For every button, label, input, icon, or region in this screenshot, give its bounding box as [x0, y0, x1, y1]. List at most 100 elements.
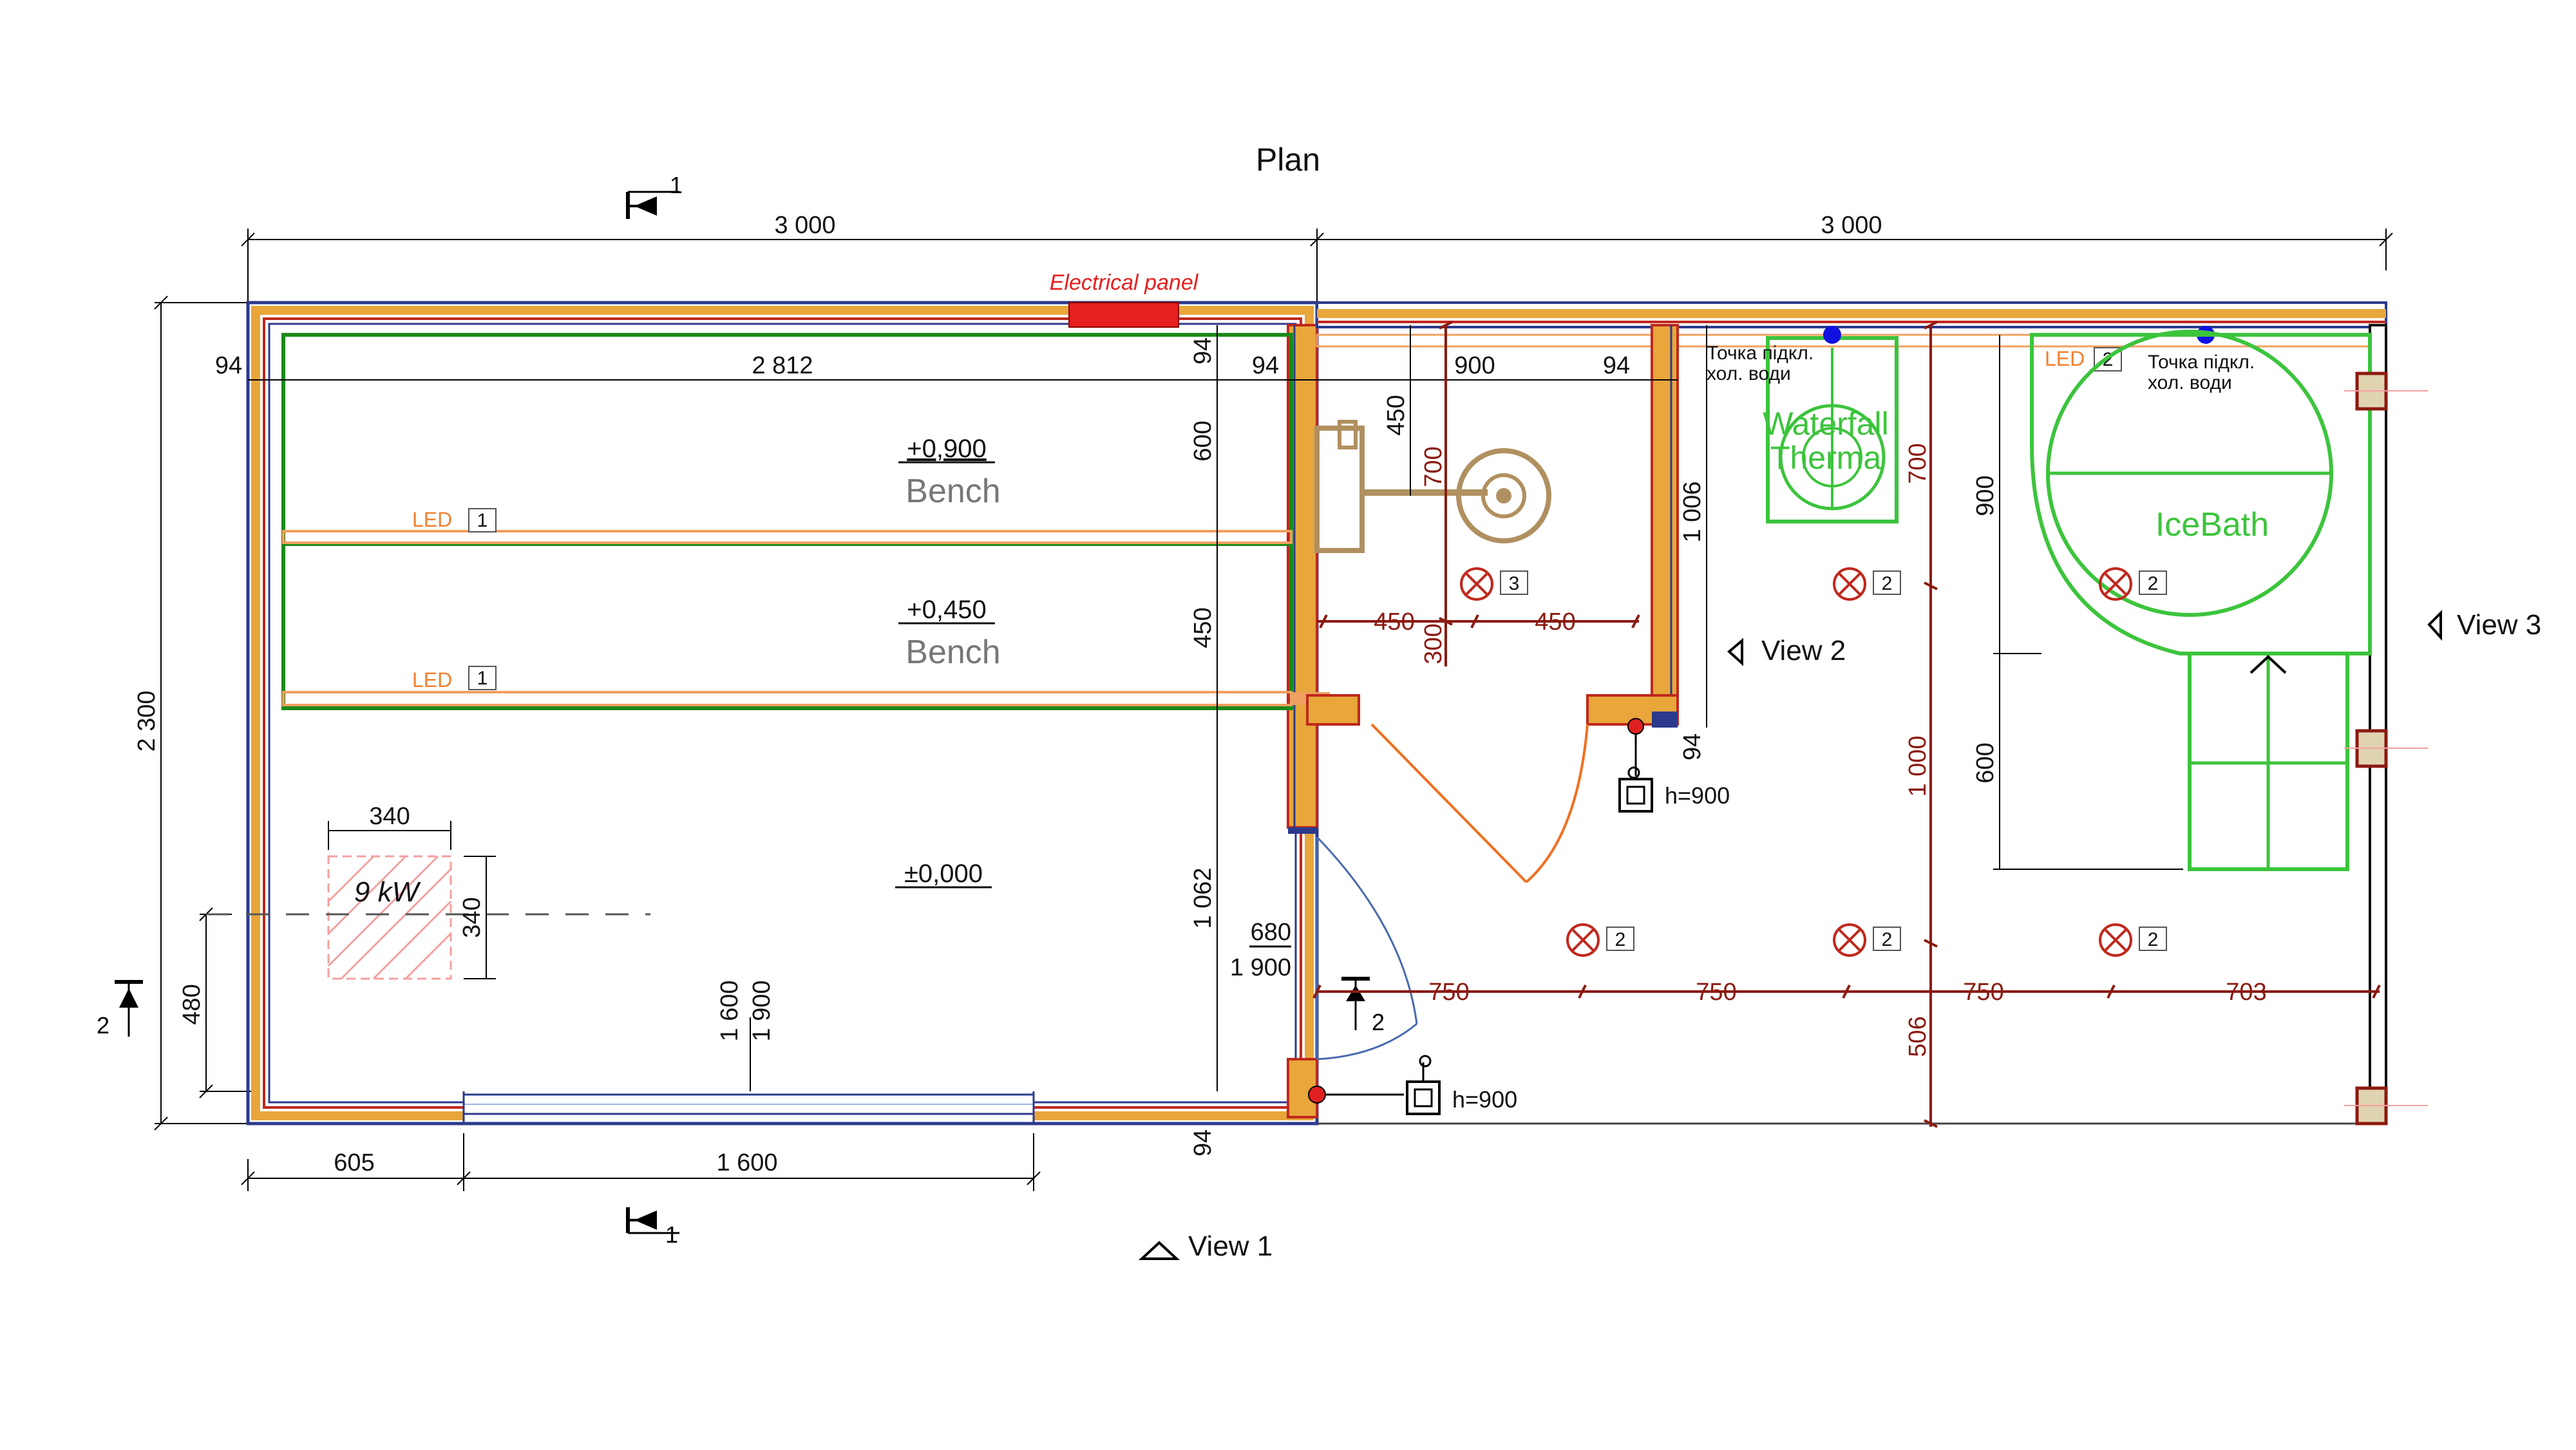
shower-walls — [1306, 324, 1679, 728]
dim-overall-height: 2 300 — [133, 690, 160, 751]
electrical-panel — [1068, 302, 1179, 328]
dim-600: 600 — [1189, 420, 1217, 461]
icebath-dim-600: 600 — [1972, 742, 1999, 783]
section-marker-inner: 2 — [1341, 977, 1385, 1035]
section-marker-left: 2 — [97, 980, 143, 1039]
led-label-right: LED — [2045, 347, 2085, 370]
ceiling-light: 2 — [2099, 923, 2167, 957]
dim-94-bottom: 94 — [1189, 1129, 1217, 1156]
light-number: 2 — [2148, 929, 2159, 950]
section-label: 2 — [1372, 1009, 1385, 1035]
shower-dim-94-small: 94 — [1679, 733, 1706, 760]
dim-750-b: 750 — [1696, 979, 1736, 1006]
shower-dim-450-left: 450 — [1374, 608, 1414, 636]
section-marker-bottom: 1 — [626, 1207, 679, 1248]
shower-dim-94-left: 94 — [1252, 352, 1279, 379]
left-dimension-line — [154, 296, 258, 1131]
led-label-upper: LED — [412, 508, 452, 531]
dim-1600: 1 600 — [716, 1149, 777, 1176]
dim-overall-right: 3 000 — [1821, 212, 1882, 239]
shower-door — [1370, 723, 1589, 883]
shower-fixture — [1314, 420, 1551, 553]
shower-light-number: 3 — [1509, 573, 1520, 594]
heater-power: 9 kW — [354, 876, 421, 908]
window-dim-b: 1 900 — [748, 980, 775, 1041]
light-number: 2 — [1882, 573, 1893, 594]
shower-dim-450-right: 450 — [1535, 608, 1575, 636]
entrance-switch-height: h=900 — [1452, 1086, 1517, 1113]
led-strip-upper — [282, 530, 1293, 544]
top-dimension-line — [241, 229, 2393, 303]
shower-dim-900: 900 — [1454, 352, 1495, 379]
therma-label: Therma — [1770, 440, 1881, 476]
led-label-lower: LED — [412, 668, 452, 692]
dim-450: 450 — [1189, 607, 1217, 648]
light-number: 2 — [1882, 929, 1893, 950]
cold-water-label-1: Точка підкл.хол. води — [1707, 343, 1814, 384]
icebath-label: IceBath — [2155, 506, 2269, 543]
wall-post — [2344, 372, 2428, 1125]
ceiling-light: 2 — [1566, 923, 1634, 957]
door-dim-a: 680 — [1251, 919, 1291, 946]
dim-750-c: 750 — [1963, 979, 2003, 1006]
dim-480: 480 — [178, 984, 205, 1024]
heater — [206, 821, 650, 980]
bench-lower-label: Bench — [905, 634, 1000, 671]
led-tag-lower — [468, 666, 497, 690]
bench-upper-level: +0,900 — [907, 435, 986, 463]
shower-switch-height: h=900 — [1665, 782, 1730, 809]
view-1-marker — [1138, 1241, 1180, 1260]
right-dim-506: 506 — [1904, 1016, 1931, 1057]
dim-703: 703 — [2226, 979, 2266, 1006]
electrical-panel-label: Electrical panel — [1050, 270, 1199, 295]
dim-1062: 1 062 — [1189, 867, 1217, 928]
shower-red-dimensions — [1317, 321, 1640, 666]
view-1-label: View 1 — [1188, 1230, 1273, 1262]
heater-height: 340 — [459, 897, 486, 937]
led-tag-upper — [468, 508, 497, 532]
heater-width: 340 — [369, 803, 410, 830]
door-dim-b: 1 900 — [1230, 954, 1291, 981]
bench-upper-label: Bench — [905, 473, 1000, 510]
led-number-lower: 1 — [477, 668, 488, 689]
right-dim-700: 700 — [1904, 443, 1931, 484]
light-number: 2 — [2148, 573, 2159, 594]
led-number-upper: 1 — [477, 510, 488, 531]
window-dim-a: 1 600 — [716, 980, 743, 1041]
dim-750-a: 750 — [1428, 979, 1469, 1006]
shower-dim-300: 300 — [1420, 623, 1447, 664]
right-dim-1000: 1 000 — [1904, 735, 1931, 796]
light-number: 2 — [1615, 929, 1626, 950]
shower-dim-1006: 1 006 — [1679, 481, 1706, 542]
plan-title: Plan — [1256, 142, 1320, 178]
dim-inner-width: 2 812 — [752, 352, 813, 379]
shower-dim-450: 450 — [1383, 395, 1410, 435]
shower-dim-700: 700 — [1420, 446, 1447, 487]
section-label: 1 — [670, 172, 683, 198]
dim-605: 605 — [334, 1149, 374, 1176]
bottom-dimension-line — [241, 1133, 1041, 1191]
sauna-walls — [246, 301, 1319, 1125]
dim-overall-left: 3 000 — [774, 212, 835, 239]
view-3-label: View 3 — [2457, 609, 2541, 641]
view-2-marker — [1727, 637, 1743, 666]
entrance-switch — [1308, 1055, 1441, 1115]
section-label: 2 — [97, 1012, 109, 1039]
view-3-marker — [2427, 610, 2442, 641]
shower-switch — [1618, 718, 1653, 813]
ceiling-light: 2 — [1833, 567, 1901, 601]
section-marker-top: 1 — [626, 172, 683, 219]
right-red-vertical-dimension — [1924, 321, 1938, 1128]
shower-light — [1460, 567, 1528, 601]
cold-water-label-2: Точка підкл.хол. води — [2148, 352, 2255, 393]
floor-level: ±0,000 — [904, 860, 983, 888]
ceiling-light: 2 — [1833, 923, 1901, 957]
shower-dim-94-right: 94 — [1603, 352, 1630, 379]
sauna-door — [1316, 836, 1418, 1060]
section-label: 1 — [665, 1221, 678, 1248]
view-2-label: View 2 — [1761, 635, 1846, 666]
bench-lower-level: +0,450 — [907, 596, 986, 624]
dim-wall-94-left: 94 — [215, 352, 242, 379]
led-strip-lower — [282, 691, 1330, 706]
